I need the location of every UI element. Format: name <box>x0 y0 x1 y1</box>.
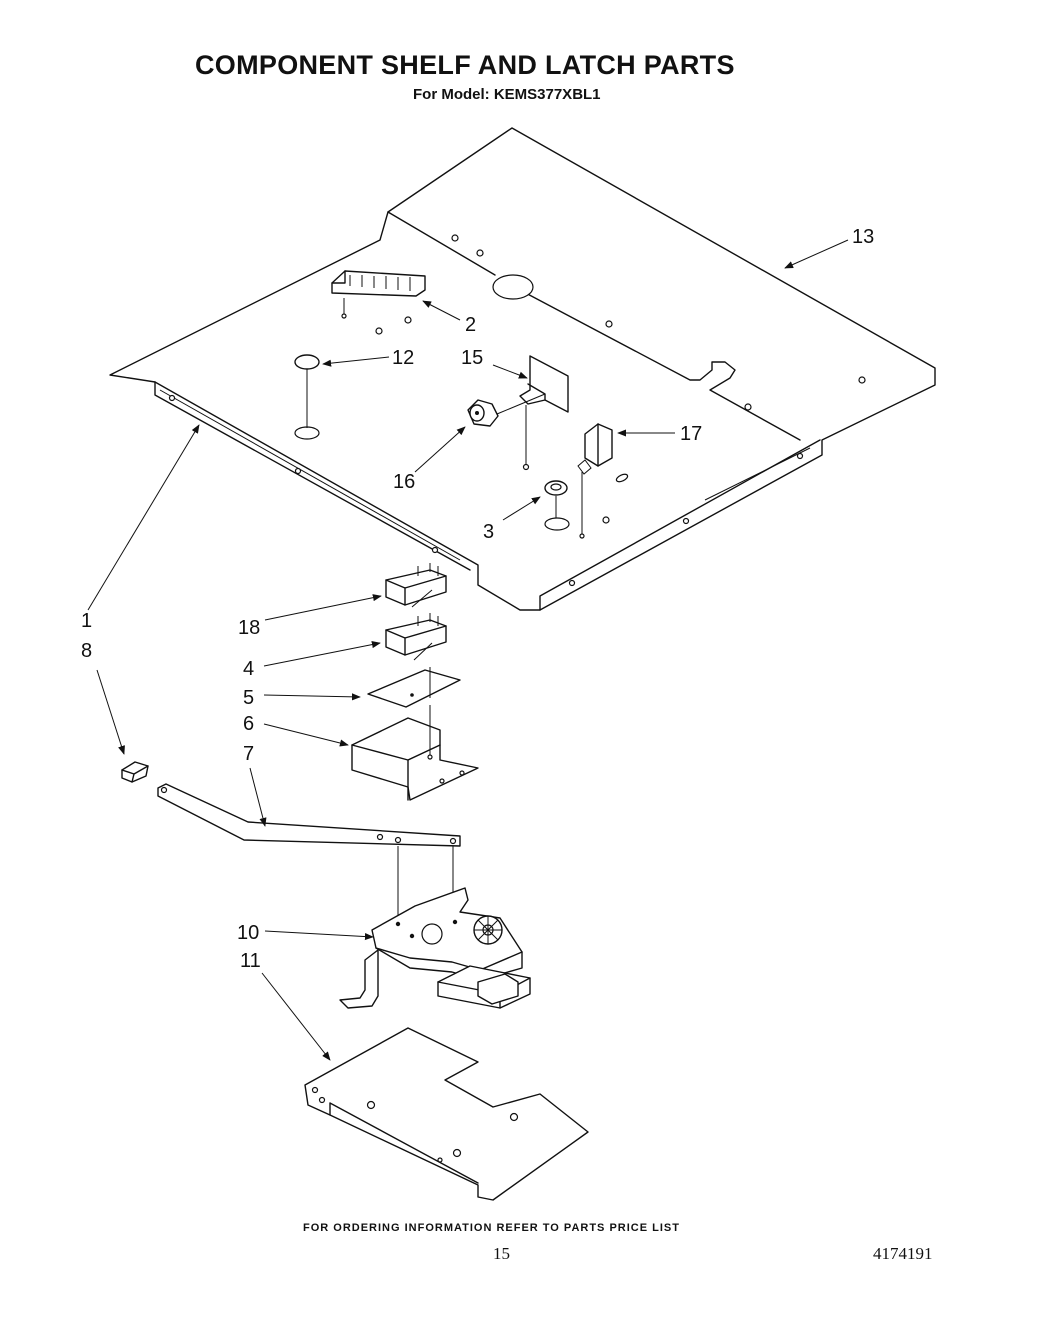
callout-15: 15 <box>461 347 483 369</box>
latch-link-part <box>157 783 461 920</box>
callout-17: 17 <box>680 423 702 445</box>
switch-18-part <box>385 563 447 608</box>
callout-18: 18 <box>238 617 260 639</box>
thermostat-part <box>577 423 613 539</box>
callout-16: 16 <box>393 471 415 493</box>
callout-13: 13 <box>852 226 874 248</box>
callout-10: 10 <box>237 922 259 944</box>
leader-lines <box>87 239 849 1061</box>
component-shelf-part <box>109 127 936 611</box>
ordering-note: FOR ORDERING INFORMATION REFER TO PARTS … <box>303 1222 680 1234</box>
callout-3: 3 <box>483 521 494 543</box>
document-number: 4174191 <box>873 1244 933 1263</box>
terminal-block-part <box>331 270 426 319</box>
grommet-part <box>544 480 568 518</box>
callout-8: 8 <box>81 640 92 662</box>
callout-2: 2 <box>465 314 476 336</box>
callout-5: 5 <box>243 687 254 709</box>
callout-12: 12 <box>392 347 414 369</box>
callout-11: 11 <box>240 950 261 972</box>
callout-1: 1 <box>81 610 92 632</box>
callout-7: 7 <box>243 743 254 765</box>
callout-6: 6 <box>243 713 254 735</box>
insulator-plate-part <box>367 667 461 708</box>
callout-4: 4 <box>243 658 254 680</box>
cover-plate-part <box>304 1027 589 1201</box>
bumper-part <box>121 761 149 783</box>
switch-bracket-part <box>351 705 479 801</box>
motor-part <box>467 393 546 427</box>
model-subtitle: For Model: KEMS377XBL1 <box>413 86 601 103</box>
latch-assembly-part <box>339 887 531 1009</box>
page-number: 15 <box>493 1244 510 1263</box>
switch-4-part <box>385 613 447 661</box>
page-title: COMPONENT SHELF AND LATCH PARTS <box>195 50 735 80</box>
button-part <box>294 354 320 428</box>
callout-labels: 1 2 3 4 5 6 7 8 10 11 12 13 15 16 17 18 <box>81 226 874 972</box>
